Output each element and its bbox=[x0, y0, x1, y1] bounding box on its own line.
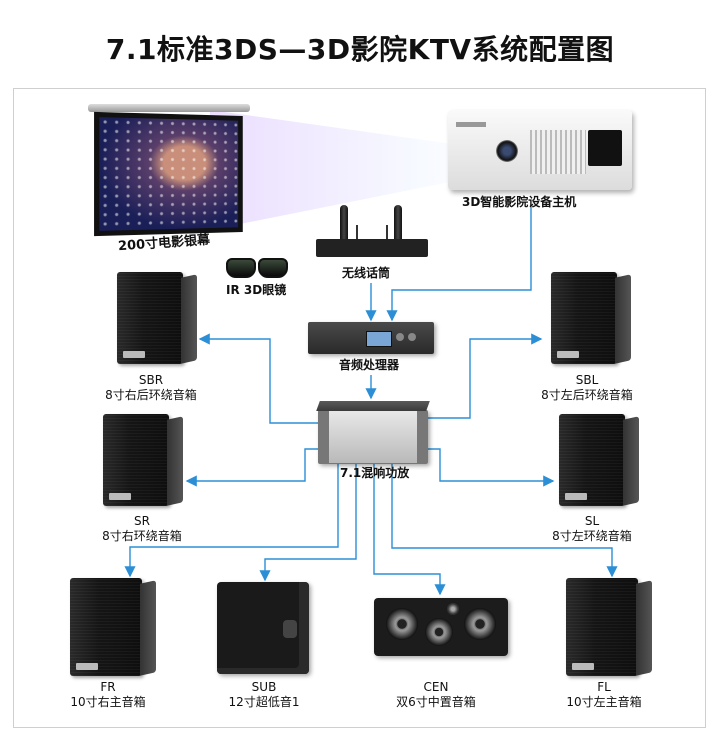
speaker-sbr bbox=[117, 272, 197, 364]
speaker-sbr-label: SBR 8寸右后环绕音箱 bbox=[96, 373, 206, 403]
speaker-sr-name: 8寸右环绕音箱 bbox=[102, 529, 182, 543]
center-speaker bbox=[374, 598, 508, 656]
projector-vent bbox=[530, 130, 586, 174]
speaker-sr-code: SR bbox=[134, 514, 150, 528]
amplifier-label: 7.1混响功放 bbox=[340, 466, 410, 480]
speaker-fr bbox=[70, 578, 156, 676]
speaker-fr-code: FR bbox=[100, 680, 116, 694]
mixing-amplifier bbox=[316, 401, 430, 464]
speaker-cen-code: CEN bbox=[423, 680, 449, 694]
speaker-fl bbox=[566, 578, 652, 676]
speaker-cen-label: CEN 双6寸中置音箱 bbox=[384, 680, 488, 710]
speaker-sub-label: SUB 12寸超低音1 bbox=[212, 680, 316, 710]
speaker-cen-name: 双6寸中置音箱 bbox=[396, 695, 476, 709]
speaker-sl-label: SL 8寸左环绕音箱 bbox=[540, 514, 644, 544]
speaker-sl bbox=[559, 414, 639, 506]
wire-amp-cen bbox=[373, 463, 446, 596]
speaker-sl-code: SL bbox=[584, 514, 600, 528]
speaker-fr-label: FR 10寸右主音箱 bbox=[56, 680, 160, 710]
projector-brand-plate bbox=[456, 122, 486, 127]
wire-amp-sbl bbox=[428, 333, 543, 419]
glasses-label: IR 3D眼镜 bbox=[226, 283, 287, 297]
screen-roller bbox=[88, 104, 250, 112]
speaker-sbl-label: SBL 8寸左后环绕音箱 bbox=[532, 373, 642, 403]
speaker-fl-name: 10寸左主音箱 bbox=[566, 695, 642, 709]
speaker-fl-label: FL 10寸左主音箱 bbox=[552, 680, 656, 710]
wire-amp-sbr bbox=[198, 333, 318, 424]
mic-label: 无线话筒 bbox=[342, 266, 391, 280]
wire-amp-sub bbox=[259, 463, 357, 582]
speaker-sbr-code: SBR bbox=[138, 373, 164, 387]
speaker-sr-label: SR 8寸右环绕音箱 bbox=[90, 514, 194, 544]
wire-amp-sr bbox=[185, 448, 318, 487]
wire-projector-processor bbox=[386, 205, 532, 322]
wire-amp-sl bbox=[428, 448, 555, 487]
speaker-fr-name: 10寸右主音箱 bbox=[70, 695, 146, 709]
processor-label: 音频处理器 bbox=[339, 358, 400, 372]
diagram-frame bbox=[13, 88, 706, 728]
speaker-sbl-name: 8寸左后环绕音箱 bbox=[541, 388, 633, 402]
wire-amp-fl bbox=[391, 463, 618, 578]
projector-label: 3D智能影院设备主机 bbox=[462, 195, 577, 209]
projector-host bbox=[448, 110, 632, 190]
speaker-sbl bbox=[551, 272, 631, 364]
speaker-sr bbox=[103, 414, 183, 506]
wireless-mic-icon bbox=[316, 205, 428, 261]
wire-amp-fr bbox=[124, 463, 339, 578]
audio-processor bbox=[308, 322, 434, 354]
projector-panel bbox=[588, 130, 622, 166]
diagram-title: 7.1标准3DS—3D影院KTV系统配置图 bbox=[105, 33, 615, 66]
subwoofer bbox=[217, 582, 309, 674]
speaker-sl-name: 8寸左环绕音箱 bbox=[552, 529, 632, 543]
speaker-fl-code: FL bbox=[597, 680, 611, 694]
speaker-sbl-code: SBL bbox=[575, 373, 599, 387]
speaker-sub-name: 12寸超低音1 bbox=[228, 695, 300, 709]
3d-glasses-icon bbox=[224, 254, 288, 280]
movie-screen-image bbox=[94, 111, 243, 237]
speaker-sbr-name: 8寸右后环绕音箱 bbox=[105, 388, 197, 402]
projector-lens-icon bbox=[496, 140, 518, 162]
speaker-sub-code: SUB bbox=[251, 680, 277, 694]
